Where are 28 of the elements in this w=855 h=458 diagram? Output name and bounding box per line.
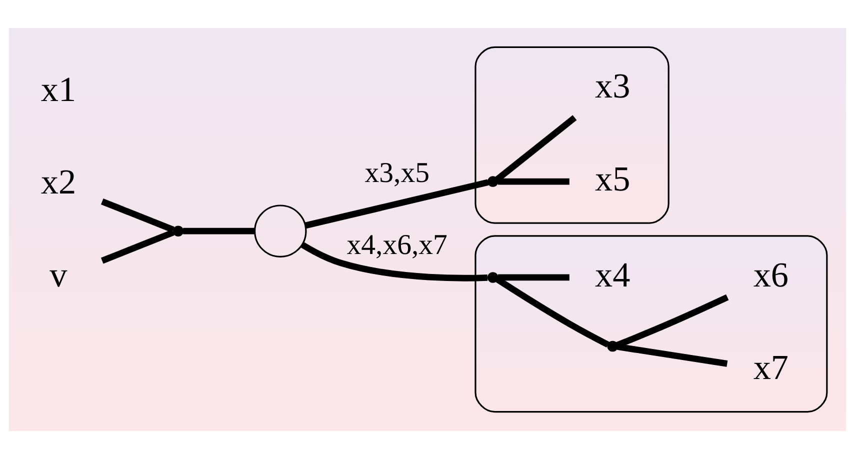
connector bbox=[498, 178, 570, 184]
connector bbox=[304, 178, 489, 228]
node-text: x7 bbox=[753, 348, 789, 387]
connector bbox=[300, 242, 488, 281]
node-text: v bbox=[50, 254, 68, 294]
node-text: x3 bbox=[595, 66, 630, 106]
connector bbox=[183, 227, 254, 234]
node-point bbox=[487, 176, 498, 186]
node-text: x4 bbox=[595, 254, 630, 294]
node-circle bbox=[254, 204, 307, 257]
connector bbox=[495, 114, 577, 182]
connector bbox=[616, 294, 729, 348]
label: x1 bbox=[40, 69, 76, 108]
node-point bbox=[172, 225, 184, 236]
connector bbox=[100, 198, 174, 232]
edge-label: x3,x5 bbox=[364, 156, 430, 189]
edge-label: x4,x6,x7 bbox=[346, 228, 448, 261]
node-text: x2 bbox=[40, 162, 76, 202]
cluster bbox=[474, 46, 670, 224]
cluster bbox=[474, 234, 828, 412]
connector bbox=[100, 228, 174, 264]
connector bbox=[496, 276, 610, 348]
node-point bbox=[487, 272, 498, 282]
node-text: x5 bbox=[595, 158, 630, 198]
node-text: x6 bbox=[753, 254, 789, 294]
node-point bbox=[607, 340, 618, 352]
connector bbox=[616, 343, 728, 366]
connector bbox=[498, 274, 570, 280]
